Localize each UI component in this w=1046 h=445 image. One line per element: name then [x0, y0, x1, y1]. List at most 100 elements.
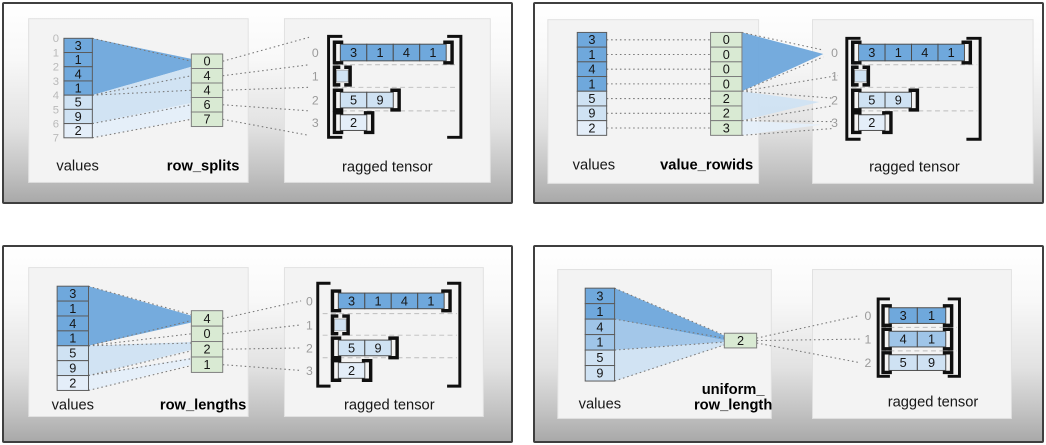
- value-cell-label: 2: [69, 375, 76, 390]
- dotted-connector-line: [88, 365, 192, 391]
- row-index-label: 2: [306, 341, 313, 355]
- mapping-fan: [614, 319, 725, 351]
- tensor-cell-label: 2: [868, 115, 875, 130]
- tensor-cell-label: 4: [401, 293, 408, 308]
- dotted-connector-line: [92, 89, 192, 96]
- row-index-label: 0: [831, 46, 838, 60]
- tensor-cell-label: 9: [376, 92, 383, 107]
- value-boundary-index: 2: [53, 62, 59, 74]
- dotted-connector-line: [92, 37, 192, 62]
- tensor-cell-label: 9: [895, 92, 902, 107]
- dotted-connector-line: [614, 344, 725, 382]
- bracket-icon: [908, 88, 920, 112]
- tensor-cell: [858, 114, 886, 131]
- value-cell-label: 1: [588, 47, 595, 62]
- row-index-label: 1: [306, 318, 313, 332]
- dotted-connector-line: [741, 105, 833, 122]
- bracket-icon: [942, 327, 954, 351]
- row-index-label: 1: [864, 333, 871, 347]
- bracket-icon: [881, 327, 892, 351]
- bracket-icon: [441, 289, 452, 313]
- value-cell-label: 2: [75, 123, 82, 138]
- empty-row-cell: [336, 69, 349, 83]
- tensor-cell-label: 1: [374, 293, 381, 308]
- value-cell-label: 5: [588, 91, 595, 106]
- tensor-cell: [364, 339, 392, 357]
- tensor-cell-label: 5: [868, 92, 875, 107]
- partition-label: row_lengths: [160, 398, 247, 414]
- dotted-connector-line: [92, 75, 192, 96]
- bracket-icon: [388, 336, 399, 360]
- bracket-icon: [330, 289, 342, 313]
- partition-cell-label: 1: [204, 357, 211, 372]
- partition-cell-label: 2: [737, 333, 744, 348]
- ragged-tensor-label: ragged tensor: [344, 398, 435, 414]
- value-boundary-index: 4: [53, 90, 59, 102]
- tensor-cell: [339, 114, 368, 131]
- tensor-cell-label: 2: [348, 363, 355, 378]
- dotted-connector-line: [614, 318, 725, 339]
- bracket-icon: [361, 358, 373, 382]
- tensor-cell-label: 3: [348, 293, 355, 308]
- partition-label: uniform_: [702, 382, 766, 398]
- bracket-icon: [443, 40, 454, 65]
- values-label: values: [579, 397, 621, 413]
- dotted-connector-line: [222, 64, 310, 77]
- mapping-fan: [614, 342, 725, 382]
- dotted-connector-line: [88, 319, 192, 347]
- partition-cell-label: 0: [723, 76, 730, 91]
- mapping-fan: [92, 38, 192, 96]
- dotted-connector-line: [741, 127, 834, 136]
- value-cell-label: 4: [69, 316, 76, 331]
- tensor-cell-label: 4: [900, 332, 907, 347]
- value-cell-label: 5: [596, 350, 603, 365]
- row-index-label: 2: [312, 93, 319, 107]
- bracket-icon: [316, 281, 331, 388]
- value-cell: [56, 375, 89, 391]
- value-cell-label: 2: [588, 120, 595, 135]
- tensor-cell-label: 1: [928, 332, 935, 347]
- partition-cell: [190, 111, 224, 128]
- bracket-icon: [363, 111, 375, 135]
- bracket-icon: [342, 314, 350, 336]
- mapping-fan: [88, 357, 192, 391]
- tensor-cell-label: 1: [427, 293, 434, 308]
- partition-label: row_length: [694, 398, 772, 414]
- row-index-label: 3: [306, 364, 313, 378]
- value-cell: [576, 120, 608, 136]
- tensor-cell-label: 1: [895, 45, 902, 60]
- bracket-icon: [330, 358, 342, 382]
- partition-cell-label: 0: [204, 326, 211, 341]
- dotted-connector-line: [92, 104, 192, 125]
- bracket-icon: [447, 34, 463, 139]
- value-cell-label: 1: [69, 331, 76, 346]
- tensor-cell-label: 9: [374, 340, 381, 355]
- partition-cell-label: 4: [203, 68, 210, 83]
- value-boundary-index: 5: [53, 104, 59, 116]
- row-index-label: 0: [312, 46, 319, 60]
- bracket-icon: [881, 304, 892, 328]
- bracket-icon: [845, 36, 861, 141]
- bracket-icon: [330, 336, 342, 360]
- tensor-cell-label: 3: [350, 45, 357, 60]
- tensor-cell: [916, 354, 947, 371]
- bracket-icon: [942, 304, 954, 328]
- dotted-connector-line: [222, 36, 310, 62]
- partition-cell: [723, 332, 758, 349]
- partition-label: value_rowids: [660, 158, 753, 174]
- tensor-cell: [419, 43, 447, 62]
- value-cell-label: 1: [75, 52, 82, 67]
- tensor-cell-label: 1: [948, 45, 955, 60]
- values-label: values: [573, 158, 615, 174]
- partition-cell-label: 4: [204, 311, 211, 326]
- value-boundary-index: 1: [53, 47, 59, 59]
- partition-cell-label: 0: [723, 47, 730, 62]
- value-cell-label: 1: [596, 304, 603, 319]
- bracket-icon: [942, 351, 954, 375]
- bracket-icon: [447, 281, 462, 388]
- bracket-icon: [850, 88, 862, 112]
